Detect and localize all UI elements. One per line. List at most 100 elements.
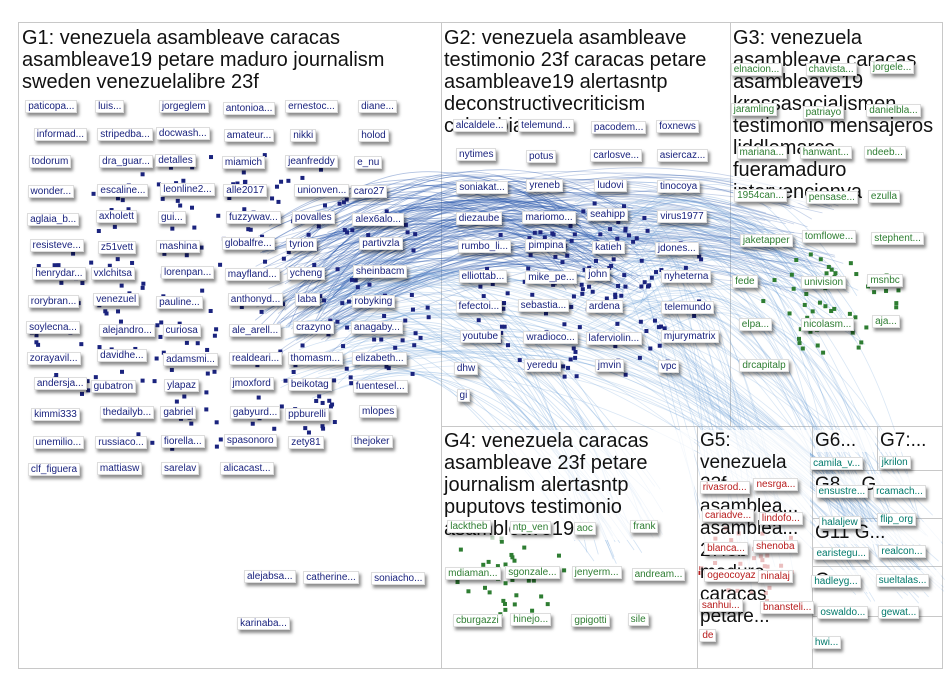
node-label: kimmi333 <box>31 408 80 421</box>
node-marker <box>514 593 518 597</box>
node-marker <box>481 563 485 567</box>
node-label: jenyerm... <box>572 566 622 579</box>
node-label: drcapitalp <box>739 359 788 372</box>
node-marker <box>648 347 652 351</box>
node-label: globalfre... <box>222 237 275 250</box>
node-marker <box>320 424 324 428</box>
node-label: sebastia... <box>518 299 570 312</box>
node-marker <box>412 343 416 347</box>
node-marker <box>345 198 349 202</box>
node-label: gi <box>457 389 471 402</box>
node-label: rumbo_li... <box>458 240 511 253</box>
node-marker <box>518 358 522 362</box>
node-marker <box>204 407 208 411</box>
node-label: frank <box>630 520 658 533</box>
node-marker <box>798 341 802 345</box>
node-marker <box>382 314 386 318</box>
node-marker <box>801 346 805 350</box>
node-label: jorgele... <box>870 61 914 74</box>
node-marker <box>506 343 510 347</box>
node-label: lindofo... <box>759 512 803 525</box>
node-marker <box>894 301 898 305</box>
node-label: pensase... <box>806 191 858 204</box>
node-label: nytimes <box>456 148 496 161</box>
node-marker <box>161 197 165 201</box>
node-marker <box>242 170 246 174</box>
node-marker <box>557 554 561 558</box>
node-label: paticopa... <box>25 100 77 113</box>
node-marker <box>307 431 311 435</box>
node-marker <box>578 325 582 329</box>
node-marker <box>616 284 620 288</box>
node-marker <box>323 203 327 207</box>
node-marker <box>89 261 93 265</box>
node-marker <box>209 155 213 159</box>
node-label: ninalaj <box>758 570 793 583</box>
node-marker <box>176 199 180 203</box>
node-marker <box>692 314 696 318</box>
node-label: partivzla <box>359 237 402 250</box>
node-marker <box>466 589 470 593</box>
node-marker <box>120 370 124 374</box>
node-marker <box>175 400 179 404</box>
node-marker <box>251 422 255 426</box>
node-marker <box>385 365 389 369</box>
node-marker <box>560 260 564 264</box>
node-marker <box>300 176 304 180</box>
node-marker <box>317 224 321 228</box>
node-marker <box>319 168 323 172</box>
node-label: elpa... <box>739 318 772 331</box>
node-marker <box>246 227 250 231</box>
node-marker <box>414 331 418 335</box>
node-label: halaljew <box>819 516 861 529</box>
node-label: msnbc <box>867 274 902 287</box>
node-marker <box>196 341 200 345</box>
node-marker <box>333 420 337 424</box>
node-marker <box>849 261 853 265</box>
node-marker <box>526 267 530 271</box>
node-marker <box>553 255 557 259</box>
node-marker <box>580 283 584 287</box>
node-marker <box>317 394 321 398</box>
node-marker <box>257 396 261 400</box>
node-marker <box>624 227 628 231</box>
node-marker <box>410 293 414 297</box>
node-marker <box>612 257 616 261</box>
node-marker <box>792 287 796 291</box>
node-marker <box>565 254 569 258</box>
node-marker <box>773 278 777 282</box>
node-marker <box>546 602 550 606</box>
node-label: mariana... <box>737 146 787 159</box>
node-label: adamsmi... <box>163 353 218 366</box>
node-marker <box>121 198 125 202</box>
node-marker <box>200 289 204 293</box>
node-marker <box>488 590 492 594</box>
node-marker <box>335 320 339 324</box>
node-marker <box>336 267 340 271</box>
node-marker <box>347 300 351 304</box>
node-label: soniakat... <box>456 181 508 194</box>
node-marker <box>594 259 598 263</box>
node-label: karinaba... <box>237 617 290 630</box>
node-label: realcon... <box>878 545 925 558</box>
node-label: e_nu <box>354 156 382 169</box>
node-marker <box>529 253 533 257</box>
node-label: potus <box>526 150 556 163</box>
node-label: fefectoi... <box>456 300 503 313</box>
node-label: soylecna... <box>26 321 80 334</box>
node-marker <box>345 326 349 330</box>
node-marker <box>341 344 345 348</box>
node-marker <box>343 228 347 232</box>
node-marker <box>639 320 643 324</box>
node-marker <box>859 340 863 344</box>
node-marker <box>654 270 658 274</box>
node-marker <box>640 259 644 263</box>
node-marker <box>477 318 481 322</box>
node-label: robyking <box>352 295 396 308</box>
node-label: alle2017 <box>223 184 267 197</box>
node-marker <box>406 230 410 234</box>
node-label: ndeeb... <box>864 146 906 159</box>
node-label: alex6alo... <box>352 213 404 226</box>
node-marker <box>367 283 371 287</box>
node-marker <box>321 401 325 405</box>
